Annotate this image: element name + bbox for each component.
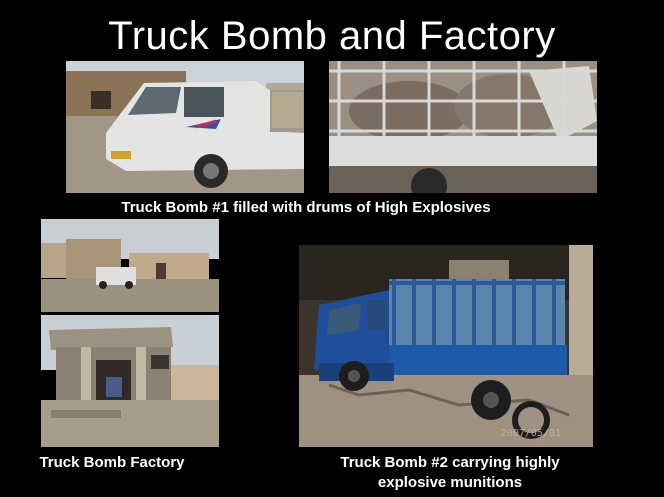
truck-2-photo: 2007/05/01 [299, 245, 593, 447]
truck-2-caption: Truck Bomb #2 carrying highly explosive … [318, 453, 582, 493]
truck-2-caption-line-1: Truck Bomb #2 carrying highly [340, 454, 560, 471]
factory-building-photo [41, 315, 219, 447]
truck-1-cargo-photo [329, 61, 597, 193]
slide-title: Truck Bomb and Factory [108, 14, 556, 58]
photo-date-stamp: 2007/05/01 [500, 428, 561, 439]
factory-compound-photo [41, 219, 219, 312]
factory-caption: Truck Bomb Factory [39, 454, 185, 471]
truck-1-side-photo [66, 61, 304, 193]
truck-1-caption: Truck Bomb #1 filled with drums of High … [121, 199, 491, 216]
truck-2-caption-line-2: explosive munitions [377, 474, 523, 491]
